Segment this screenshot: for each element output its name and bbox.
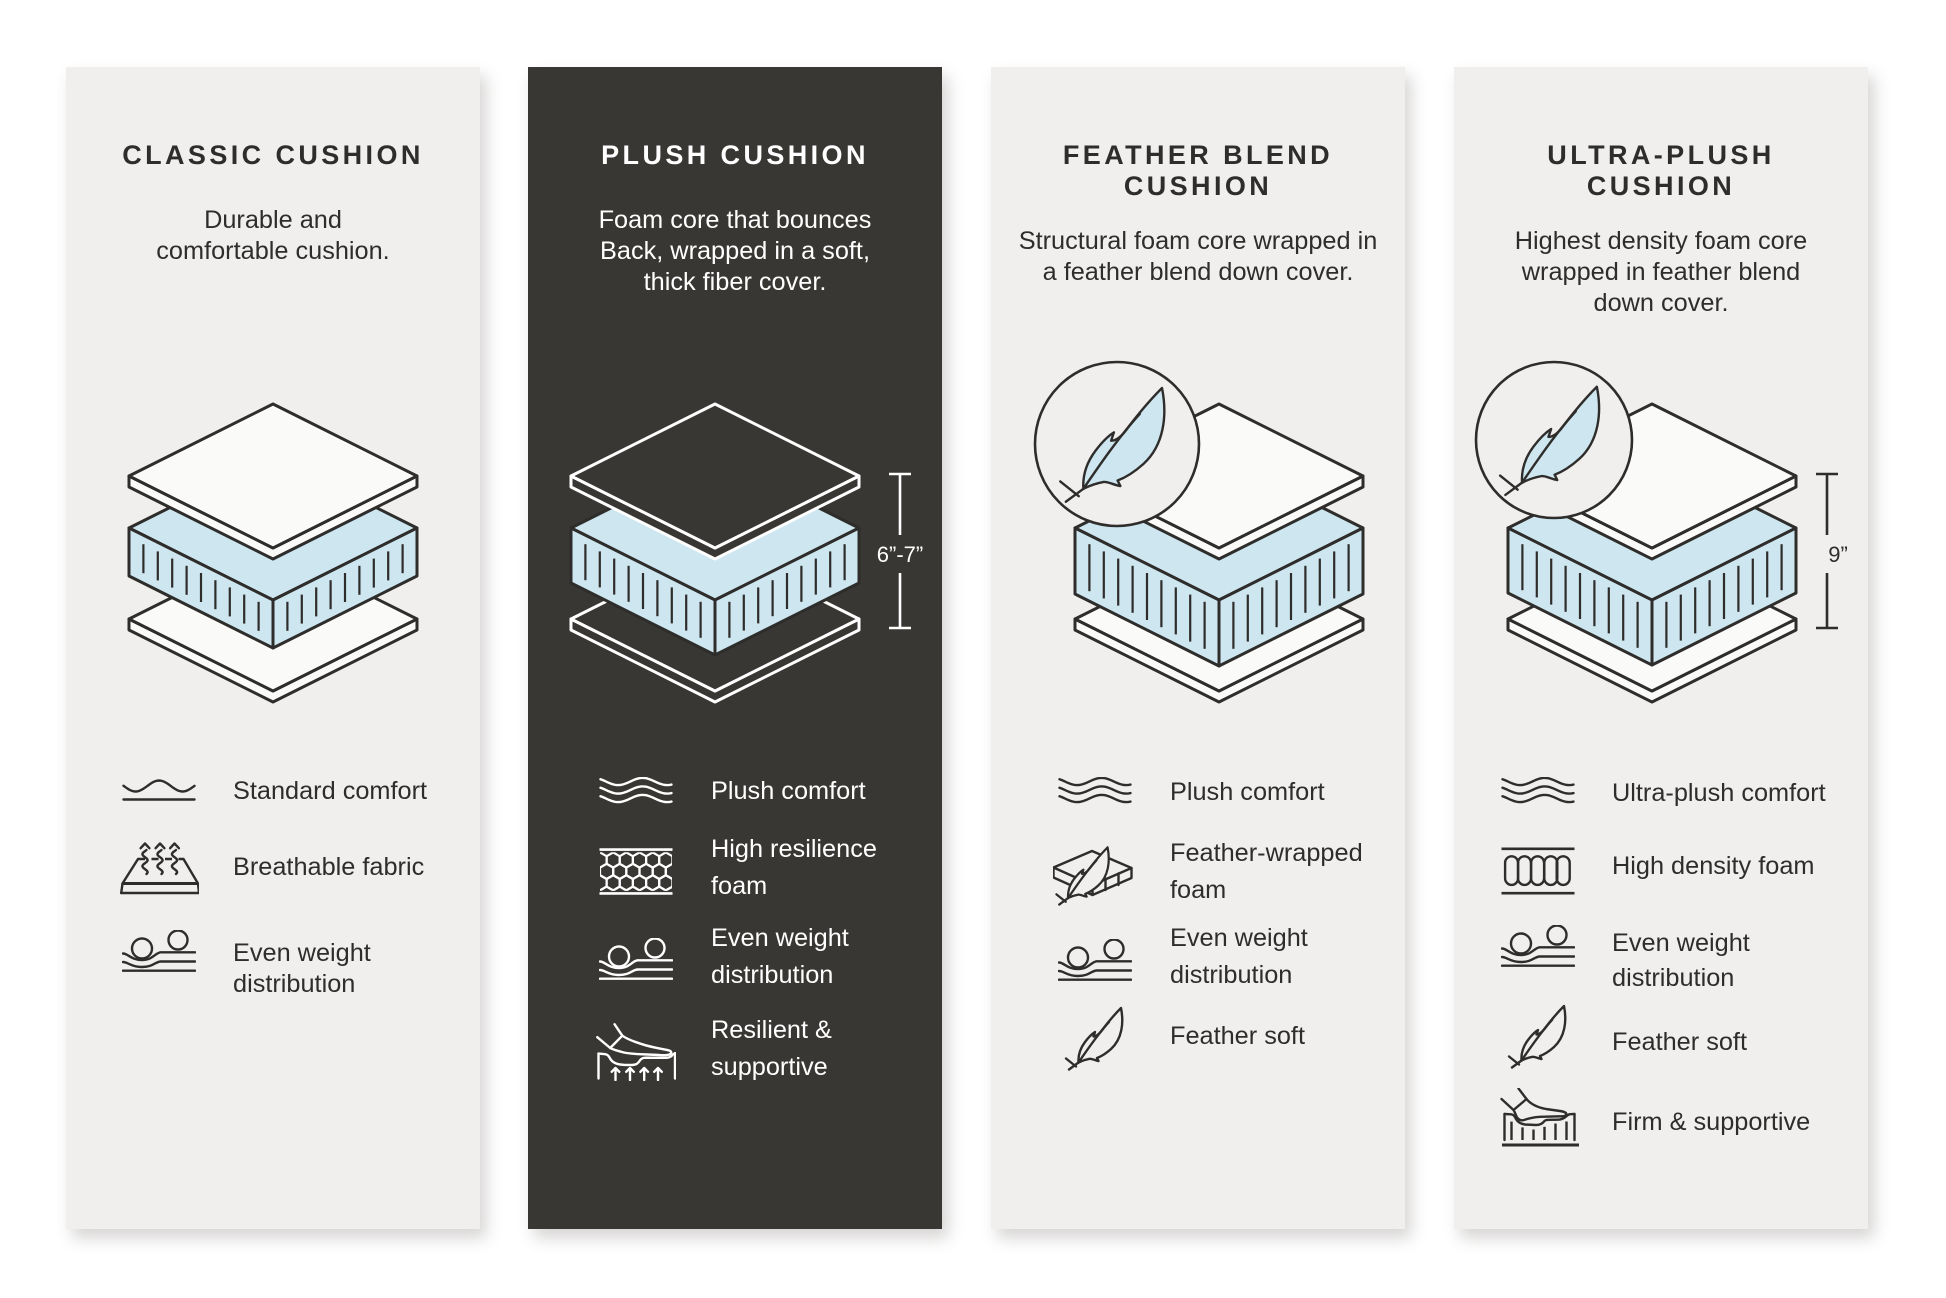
svg-text:6”-7”: 6”-7”	[877, 542, 923, 567]
svg-text:9”: 9”	[1828, 542, 1848, 567]
